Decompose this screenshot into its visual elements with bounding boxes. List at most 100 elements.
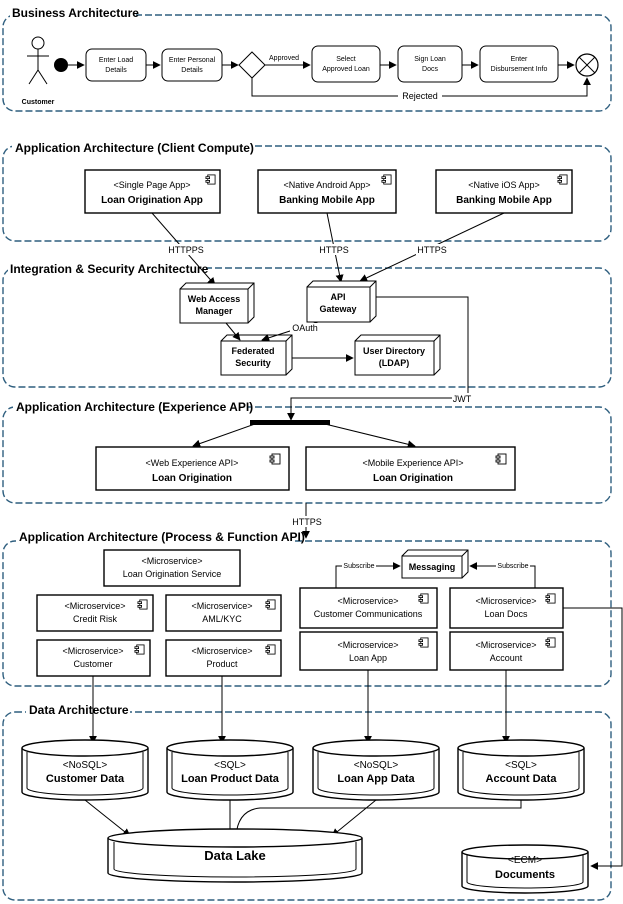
microservice-customer-communications: <Microservice> Customer Communications <box>299 587 438 629</box>
svg-text:<Microservice>: <Microservice> <box>337 596 398 606</box>
microservice-product: <Microservice> Product <box>165 639 282 677</box>
svg-text:<Native Android App>: <Native Android App> <box>283 180 370 190</box>
step-enter-load-details: Enter Load Details <box>85 48 147 82</box>
https-label-spa: HTTPPS <box>168 245 204 255</box>
jwt-label: JWT <box>453 394 472 404</box>
data-lake: Data Lake <box>107 828 363 883</box>
db-loan-app-data: <NoSQL> Loan App Data <box>312 739 440 801</box>
svg-text:<SQL>: <SQL> <box>214 760 246 771</box>
lane-client: Application Architecture (Client Compute… <box>2 140 612 242</box>
lane-experience: Application Architecture (Experience API… <box>2 399 612 504</box>
subscribe-label-left: Subscribe <box>343 563 374 570</box>
messaging-queue: Messaging <box>401 549 469 579</box>
svg-text:Documents: Documents <box>495 869 555 881</box>
svg-text:<Microservice>: <Microservice> <box>64 601 125 611</box>
microservice-customer: <Microservice> Customer <box>36 639 151 677</box>
svg-text:Banking Mobile App: Banking Mobile App <box>456 195 552 206</box>
svg-text:<Mobile Experience API>: <Mobile Experience API> <box>362 458 463 468</box>
microservice-credit-risk: <Microservice> Credit Risk <box>36 594 154 632</box>
lane-data: Data Architecture <box>2 703 612 901</box>
svg-text:<Microservice>: <Microservice> <box>62 646 123 656</box>
svg-text:Loan Product Data: Loan Product Data <box>181 773 280 785</box>
svg-text:Select: Select <box>336 56 356 63</box>
https-label-process: HTTPS <box>292 517 322 527</box>
client-ios-app: <Native iOS App> Banking Mobile App <box>435 169 573 214</box>
svg-text:Account Data: Account Data <box>486 773 558 785</box>
federated-security: Federated Security <box>220 334 293 376</box>
svg-text:<SQL>: <SQL> <box>505 760 537 771</box>
api-gateway: API Gateway <box>306 280 377 323</box>
client-android-app: <Native Android App> Banking Mobile App <box>257 169 397 214</box>
svg-text:Docs: Docs <box>422 66 438 73</box>
svg-text:Approved Loan: Approved Loan <box>322 66 370 73</box>
svg-text:<NoSQL>: <NoSQL> <box>354 760 399 771</box>
subscribe-label-right: Subscribe <box>497 563 528 570</box>
mobile-experience-api: <Mobile Experience API> Loan Origination <box>305 446 516 491</box>
lane-data-title: Data Architecture <box>29 703 129 717</box>
svg-text:AML/KYC: AML/KYC <box>202 614 242 624</box>
end-node <box>575 53 599 77</box>
microservice-account: <Microservice> Account <box>449 631 564 671</box>
svg-text:Manager: Manager <box>195 306 233 316</box>
svg-text:Enter Load: Enter Load <box>99 57 133 64</box>
lane-integration-title: Integration & Security Architecture <box>10 262 209 276</box>
rejected-label: Rejected <box>402 91 438 101</box>
svg-text:Loan Origination: Loan Origination <box>152 473 232 484</box>
svg-text:Web Access: Web Access <box>188 294 241 304</box>
svg-text:<Microservice>: <Microservice> <box>191 601 252 611</box>
lane-process: Application Architecture (Process & Func… <box>2 530 612 687</box>
web-access-manager: Web Access Manager <box>179 282 255 324</box>
microservice-loan-app: <Microservice> Loan App <box>299 631 438 671</box>
lane-process-title: Application Architecture (Process & Func… <box>19 530 305 544</box>
db-documents: <ECM> Documents <box>461 844 589 894</box>
svg-text:Loan Origination App: Loan Origination App <box>101 195 203 206</box>
svg-text:Loan Docs: Loan Docs <box>484 609 528 619</box>
step-select-approved-loan: Select Approved Loan <box>311 45 381 83</box>
client-loan-origination-app: <Single Page App> Loan Origination App <box>84 169 221 214</box>
svg-text:Loan Origination Service: Loan Origination Service <box>123 569 222 579</box>
svg-text:Loan Origination: Loan Origination <box>373 473 453 484</box>
lane-integration: Integration & Security Architecture <box>2 262 612 388</box>
svg-text:<Microservice>: <Microservice> <box>141 556 202 566</box>
start-node <box>54 58 68 72</box>
lane-business: Business Architecture <box>2 6 612 112</box>
svg-text:Banking Mobile App: Banking Mobile App <box>279 195 375 206</box>
actor-label: Customer <box>22 99 55 106</box>
approved-label: Approved <box>269 55 299 62</box>
svg-text:<Native iOS App>: <Native iOS App> <box>468 180 540 190</box>
svg-text:Data Lake: Data Lake <box>204 848 265 863</box>
svg-text:Disbursement Info: Disbursement Info <box>491 66 548 73</box>
svg-text:Details: Details <box>105 67 127 74</box>
svg-text:Enter Personal: Enter Personal <box>169 57 216 64</box>
svg-text:<Microservice>: <Microservice> <box>191 646 252 656</box>
decision-diamond <box>238 51 266 79</box>
svg-text:Details: Details <box>181 67 203 74</box>
step-sign-loan-docs: Sign Loan Docs <box>397 45 463 83</box>
svg-text:Product: Product <box>206 659 238 669</box>
svg-text:API: API <box>330 292 345 302</box>
svg-text:Messaging: Messaging <box>409 562 456 572</box>
svg-text:Loan App: Loan App <box>349 653 387 663</box>
microservice-loan-origination: <Microservice> Loan Origination Service <box>103 549 241 587</box>
db-customer-data: <NoSQL> Customer Data <box>21 739 149 801</box>
svg-text:(LDAP): (LDAP) <box>379 358 410 368</box>
db-account-data: <SQL> Account Data <box>457 739 585 801</box>
web-experience-api: <Web Experience API> Loan Origination <box>95 446 290 491</box>
svg-text:<Microservice>: <Microservice> <box>475 596 536 606</box>
svg-text:Security: Security <box>235 358 271 368</box>
https-label-android: HTTPS <box>319 245 349 255</box>
svg-text:<ECM>: <ECM> <box>508 855 542 866</box>
step-enter-personal-details: Enter Personal Details <box>161 48 223 82</box>
https-label-ios: HTTPS <box>417 245 447 255</box>
svg-text:Gateway: Gateway <box>319 304 356 314</box>
svg-text:<NoSQL>: <NoSQL> <box>63 760 108 771</box>
svg-text:<Single Page App>: <Single Page App> <box>113 180 190 190</box>
lane-experience-title: Application Architecture (Experience API… <box>16 400 253 414</box>
svg-text:Account: Account <box>490 653 523 663</box>
svg-text:Customer Communications: Customer Communications <box>314 609 423 619</box>
microservice-aml-kyc: <Microservice> AML/KYC <box>165 594 282 632</box>
svg-text:Federated: Federated <box>231 346 274 356</box>
microservice-loan-docs: <Microservice> Loan Docs <box>449 587 564 629</box>
svg-text:Customer: Customer <box>73 659 112 669</box>
